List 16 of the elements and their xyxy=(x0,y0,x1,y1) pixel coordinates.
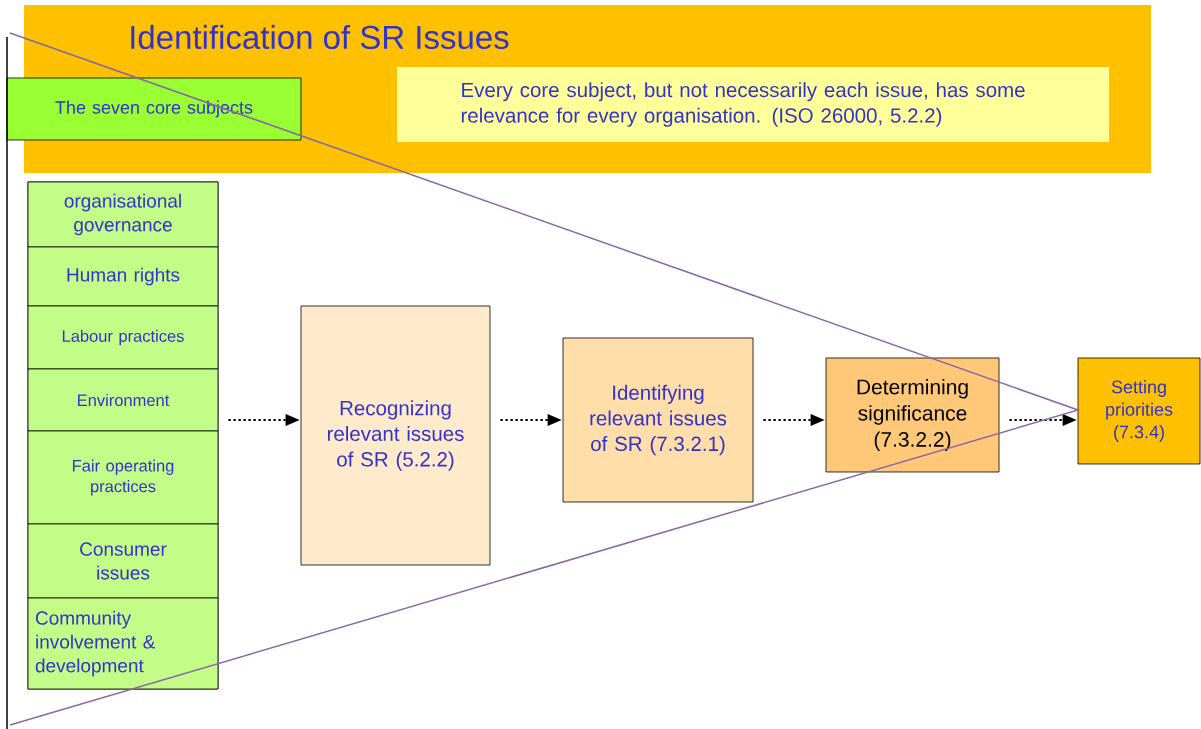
process-box: Setting priorities (7.3.4) xyxy=(1077,357,1201,465)
arrow xyxy=(500,414,562,426)
process-box: Recognizing relevant issues of SR (5.2.2) xyxy=(300,305,491,566)
subject-cell: Community involvement & development xyxy=(27,597,219,690)
subject-cell: Human rights xyxy=(27,246,219,307)
arrow xyxy=(1009,414,1077,426)
subject-cell: Consumer issues xyxy=(27,523,219,599)
subject-cell: organisational governance xyxy=(27,181,219,248)
arrow xyxy=(763,414,825,426)
subject-cell: Fair operating practices xyxy=(27,430,219,525)
note-box: Every core subject, but not necessarily each issue, has some relevance for every organisation. (ISO 26000, 5.2.2) xyxy=(397,67,1109,142)
process-box: Identifying relevant issues of SR (7.3.2.1) xyxy=(562,337,754,503)
subject-cell: Environment xyxy=(27,368,219,432)
subject-cell: Labour practices xyxy=(27,305,219,370)
arrow xyxy=(228,414,300,426)
process-box: Determining significance (7.3.2.2) xyxy=(825,357,1000,473)
